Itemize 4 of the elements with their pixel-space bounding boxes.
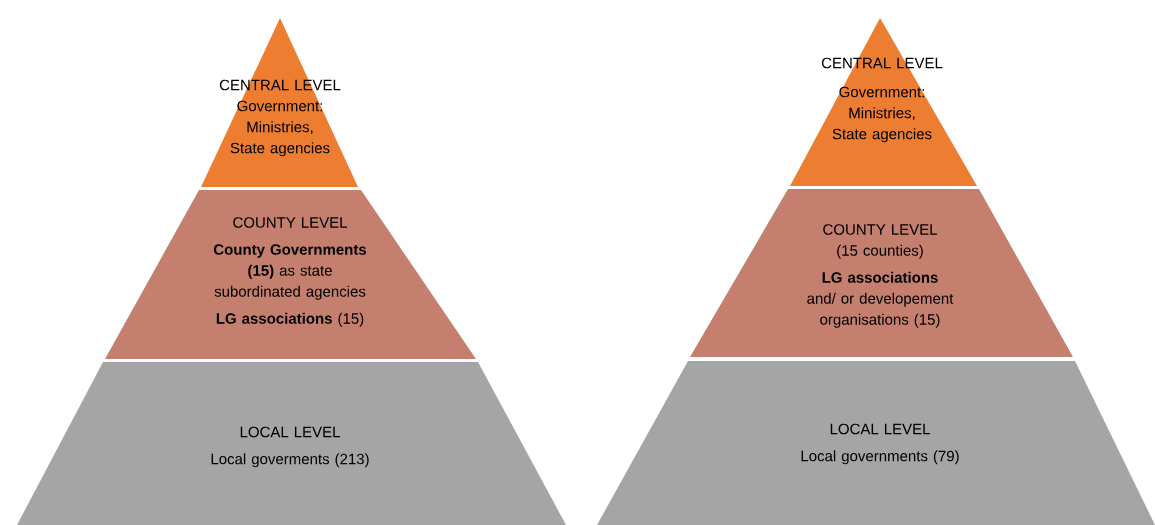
pyramid-tier: LOCAL LEVEL Local governments (79)	[597, 361, 1155, 525]
pyramid-tier: COUNTY LEVEL (15 counties) LG associations and/ or developement organisations (15)	[690, 189, 1073, 357]
pyramid-tier: LOCAL LEVEL Local goverments (213)	[17, 362, 566, 525]
pyramid-tier: COUNTY LEVEL County Governments (15) as state subordinated agencies LG associations (15)	[105, 190, 476, 359]
